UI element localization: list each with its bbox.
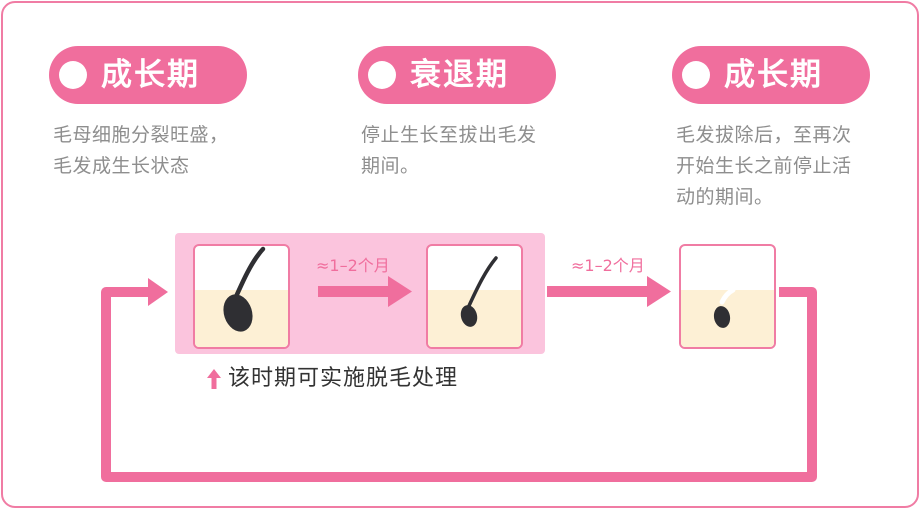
- stage-3-description-line-1: 毛发拔除后，至再次: [676, 124, 852, 146]
- stage-1-title: 成长期: [101, 56, 200, 93]
- stage-3-title: 成长期: [724, 56, 823, 93]
- stage-2-pill: 衰退期: [358, 46, 556, 104]
- stage-1-dot-icon: [59, 61, 87, 89]
- stage-1-description-line-2: 毛发成生长状态: [53, 155, 190, 177]
- treatment-note-text: 该时期可实施脱毛处理: [228, 366, 459, 391]
- interval-label-2: ≈1–2个月: [571, 256, 645, 275]
- follicle-telogen-box: [679, 244, 776, 349]
- stage-1-description-line-1: 毛母细胞分裂旺盛，: [53, 124, 229, 146]
- stage-3-description: 毛发拔除后，至再次 开始生长之前停止活 动的期间。: [676, 120, 852, 213]
- follicle-anagen-box: [193, 244, 290, 349]
- stage-3-description-line-3: 动的期间。: [676, 186, 774, 208]
- stage-2-title: 衰退期: [410, 56, 509, 93]
- stage-2-description-line-2: 期间。: [361, 155, 420, 177]
- treatment-note: 该时期可实施脱毛处理: [206, 368, 458, 390]
- follicle-anagen-icon: [195, 246, 288, 347]
- stage-3-pill: 成长期: [672, 46, 870, 104]
- stage-3-dot-icon: [682, 61, 710, 89]
- stage-1-description: 毛母细胞分裂旺盛， 毛发成生长状态: [53, 120, 229, 182]
- follicle-catagen-box: [426, 244, 523, 349]
- stage-1-pill: 成长期: [49, 46, 247, 104]
- stage-2-description: 停止生长至拔出毛发 期间。: [361, 120, 537, 182]
- stage-2-dot-icon: [368, 61, 396, 89]
- follicle-telogen-icon: [681, 287, 774, 347]
- stage-2-description-line-1: 停止生长至拔出毛发: [361, 124, 537, 146]
- up-arrow-icon: [207, 369, 221, 389]
- interval-label-1: ≈1–2个月: [316, 256, 390, 275]
- follicle-catagen-icon: [428, 256, 521, 347]
- stage-3-description-line-2: 开始生长之前停止活: [676, 155, 852, 177]
